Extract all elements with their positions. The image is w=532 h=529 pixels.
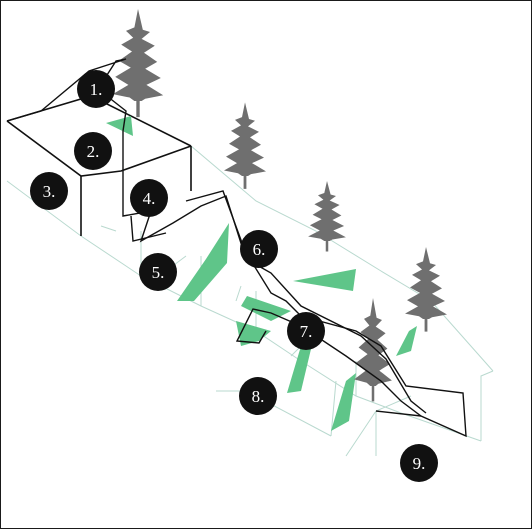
marker-1: 1. bbox=[77, 70, 115, 108]
marker-7: 7. bbox=[287, 312, 325, 350]
marker-4: 4. bbox=[130, 179, 168, 217]
marker-7-label: 7. bbox=[300, 322, 313, 341]
marker-5-label: 5. bbox=[152, 263, 165, 282]
marker-3: 3. bbox=[30, 172, 68, 210]
conifer-tree-icon bbox=[224, 102, 266, 189]
marker-6-label: 6. bbox=[253, 240, 266, 259]
conifer-tree-icon bbox=[112, 9, 164, 118]
marker-1-label: 1. bbox=[90, 80, 103, 99]
conifer-tree-icon bbox=[308, 181, 346, 252]
route-path bbox=[6, 58, 467, 438]
marker-5: 5. bbox=[139, 253, 177, 291]
marker-3-label: 3. bbox=[43, 182, 56, 201]
green-panels bbox=[106, 116, 417, 431]
marker-9-label: 9. bbox=[413, 454, 426, 473]
marker-8-label: 8. bbox=[252, 387, 265, 406]
marker-2: 2. bbox=[74, 132, 112, 170]
marker-9: 9. bbox=[400, 444, 438, 482]
marker-4-label: 4. bbox=[143, 189, 156, 208]
marker-8: 8. bbox=[239, 377, 277, 415]
marker-6: 6. bbox=[240, 230, 278, 268]
marker-2-label: 2. bbox=[87, 142, 100, 161]
